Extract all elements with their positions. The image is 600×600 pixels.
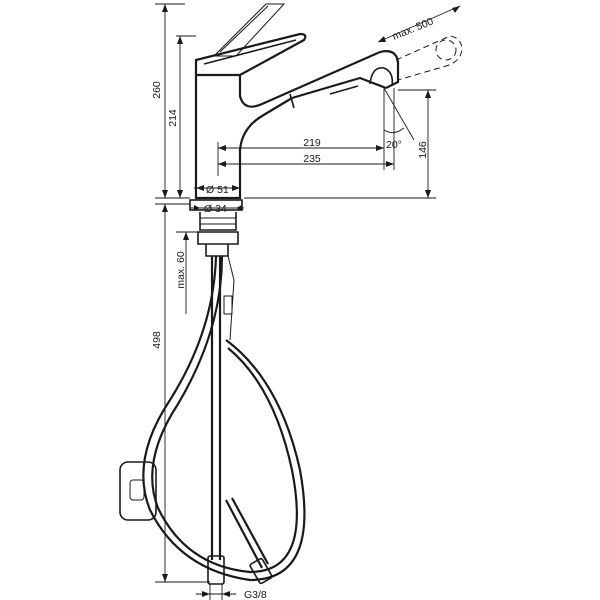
dim-angle: 20°: [383, 87, 415, 151]
hoses: [119, 255, 306, 585]
dim-thread: G3/8: [196, 584, 267, 600]
dim-260: 260: [151, 3, 190, 199]
dim-146: 146: [244, 89, 436, 199]
lever-raised-line: [219, 5, 269, 53]
pullout-hose-loop-inner: [151, 255, 298, 574]
dim-498: 498: [151, 203, 210, 583]
dim-angle-label: 20°: [386, 139, 402, 151]
spout-joint: [289, 93, 295, 109]
dim-260-label: 260: [151, 81, 163, 99]
dim-235: 235: [218, 153, 394, 167]
dim-max-60-label: max. 60: [175, 251, 187, 289]
pullout-head-phantom: [435, 39, 457, 61]
lever: [194, 32, 307, 77]
body-outline: [194, 70, 293, 200]
dim-219-label: 219: [303, 137, 321, 149]
hose-weight: [119, 461, 157, 521]
dim-214: 214: [167, 35, 196, 198]
spout-handle-grip: [329, 85, 359, 95]
mounting-shank: [199, 212, 237, 231]
hose-weight-detail: [129, 479, 145, 501]
dim-219: 219: [217, 137, 384, 176]
return-hose-2: [231, 497, 269, 565]
dim-diameter-34: Ø 34: [190, 203, 244, 215]
dim-pullout-label: max. 500: [391, 15, 436, 42]
hose-outlet: [205, 244, 229, 257]
mounting-nut: [197, 231, 239, 245]
dim-214-label: 214: [167, 109, 179, 127]
return-hose: [225, 499, 263, 569]
dim-diameter-51-label: Ø 51: [206, 184, 229, 196]
dim-thread-label: G3/8: [244, 589, 267, 600]
pullout-hose-loop-outer: [142, 255, 306, 582]
spout-lower: [291, 76, 387, 100]
dim-diameter-34-label: Ø 34: [204, 203, 227, 215]
dim-max-60: max. 60: [175, 231, 200, 314]
connector-left: [207, 555, 225, 585]
dim-235-label: 235: [303, 153, 321, 165]
faucet-body: [194, 3, 463, 200]
dim-498-label: 498: [151, 331, 163, 349]
dim-diameter-51: Ø 51: [194, 184, 240, 196]
lever-detail: [203, 39, 297, 65]
spout-head: [369, 67, 394, 87]
lever-raised-phantom: [212, 3, 286, 57]
pullout-phantom: [395, 35, 463, 81]
spout-upper: [238, 50, 400, 108]
signal-cable: [227, 255, 235, 341]
dim-146-label: 146: [417, 141, 429, 159]
connector-right: [249, 557, 273, 585]
hose-label-tag: [223, 295, 233, 315]
dim-pullout: max. 500: [377, 5, 461, 43]
